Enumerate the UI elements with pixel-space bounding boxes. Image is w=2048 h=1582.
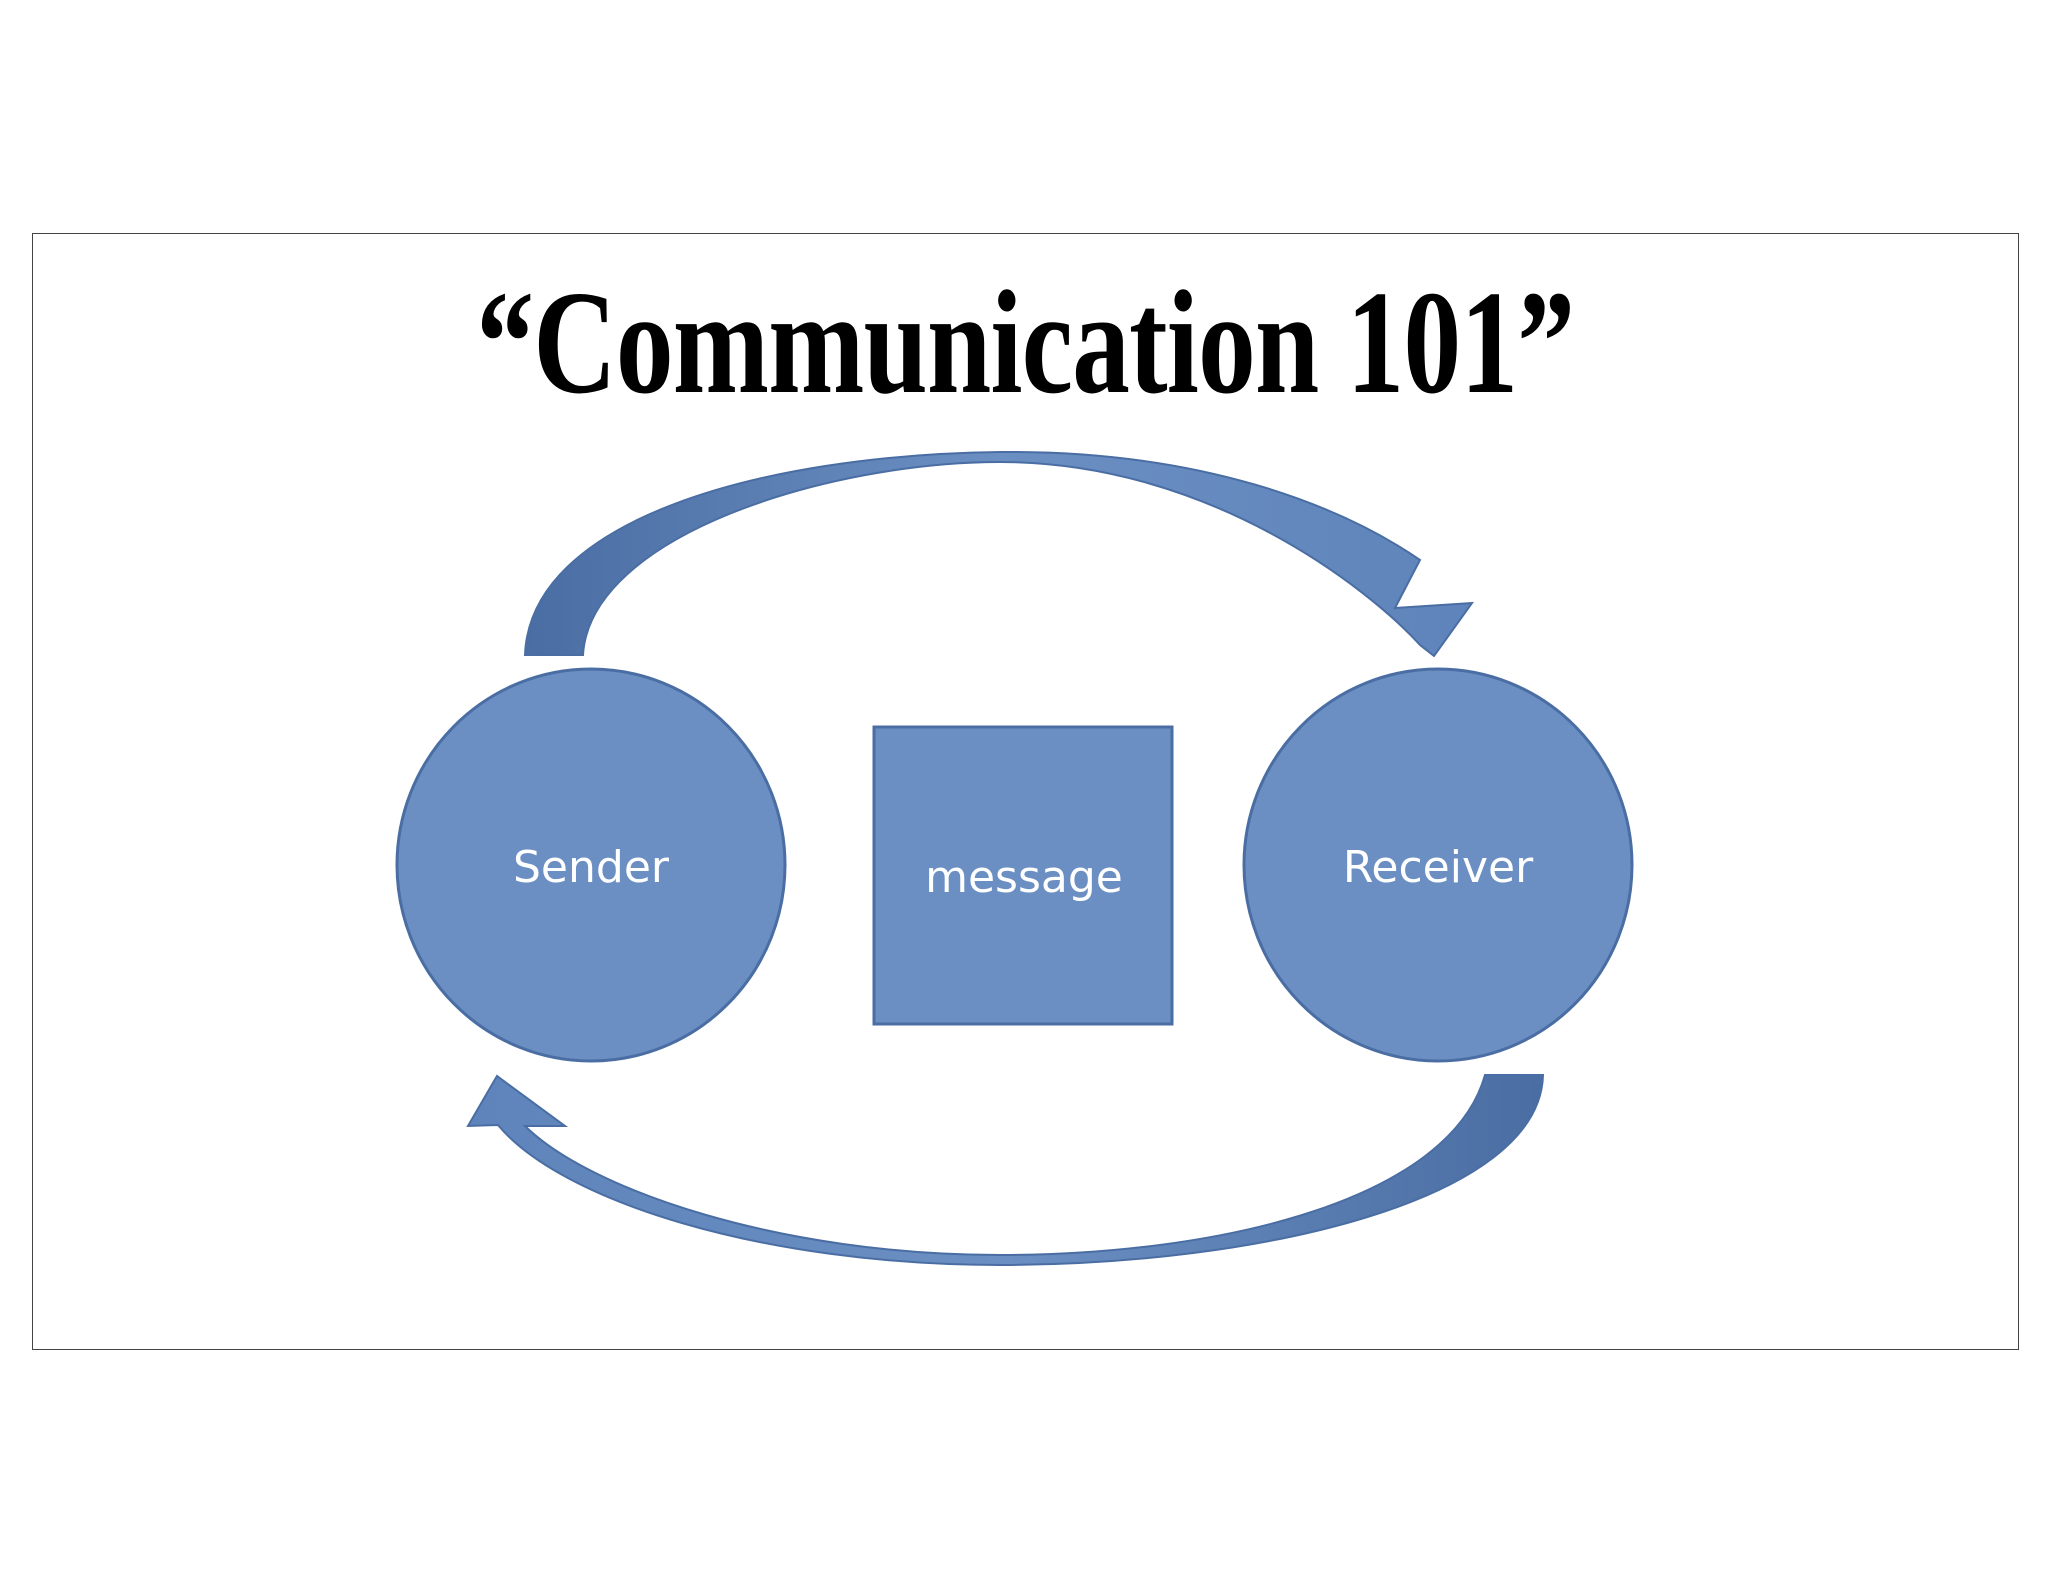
edge-receiver-to-sender-arrow <box>466 1074 1545 1267</box>
edge-sender-to-receiver-arrow <box>523 450 1475 658</box>
sender-node <box>395 667 787 1063</box>
slide-title: “Communication 101” <box>476 261 1575 425</box>
message-label: message <box>925 852 1123 903</box>
receiver-label: Receiver <box>1343 842 1534 893</box>
sender-label: Sender <box>513 842 670 893</box>
receiver-node <box>1242 667 1634 1063</box>
message-node <box>872 725 1174 1026</box>
